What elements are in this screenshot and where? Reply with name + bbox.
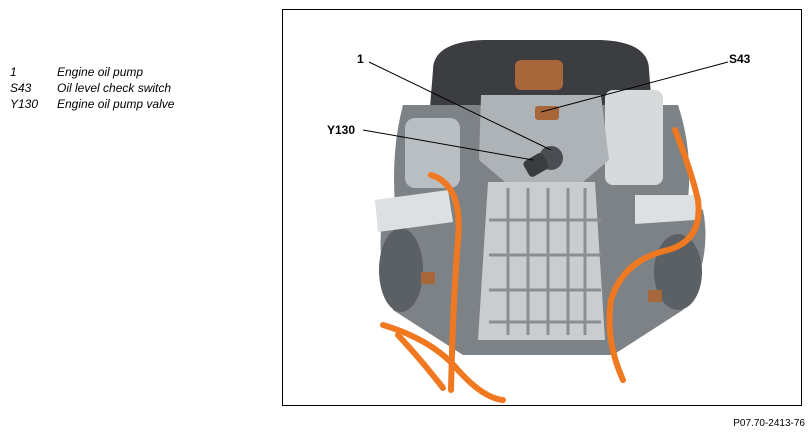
legend-code: 1 (10, 65, 17, 79)
oil-pan-ribs (489, 188, 601, 335)
figure-reference: P07.70-2413-76 (733, 418, 805, 429)
callout-y130: Y130 (327, 123, 356, 137)
legend-code: Y130 (10, 97, 39, 111)
legend-label: Oil level check switch (57, 81, 172, 95)
leader-line-1 (368, 61, 552, 151)
connector (648, 290, 662, 302)
oil-level-check-switch-part (515, 60, 563, 90)
filter-canister (605, 90, 663, 185)
legend-code: S43 (10, 81, 32, 95)
leader-lines (362, 61, 729, 161)
legend-item: S43 Oil level check switch (10, 80, 174, 96)
callout-1: 1 (357, 52, 364, 66)
right-mount (635, 195, 698, 224)
leader-line-y130 (362, 129, 534, 161)
left-mount (375, 190, 453, 232)
engine-figure: 1 S43 Y130 (282, 9, 802, 406)
left-turbo (379, 228, 423, 312)
alternator (405, 118, 460, 188)
legend: 1 Engine oil pump S43 Oil level check sw… (10, 64, 174, 112)
oil-level-check-switch-part (535, 106, 559, 120)
legend-label: Engine oil pump valve (57, 97, 175, 111)
engine-illustration (375, 40, 706, 403)
connector (421, 272, 435, 284)
callout-s43: S43 (729, 52, 751, 66)
front-cover (479, 95, 609, 182)
orange-hoses (380, 127, 702, 403)
legend-item: 1 Engine oil pump (10, 64, 174, 80)
leader-line-s43 (540, 61, 729, 113)
legend-item: Y130 Engine oil pump valve (10, 96, 174, 112)
legend-label: Engine oil pump (57, 65, 144, 79)
